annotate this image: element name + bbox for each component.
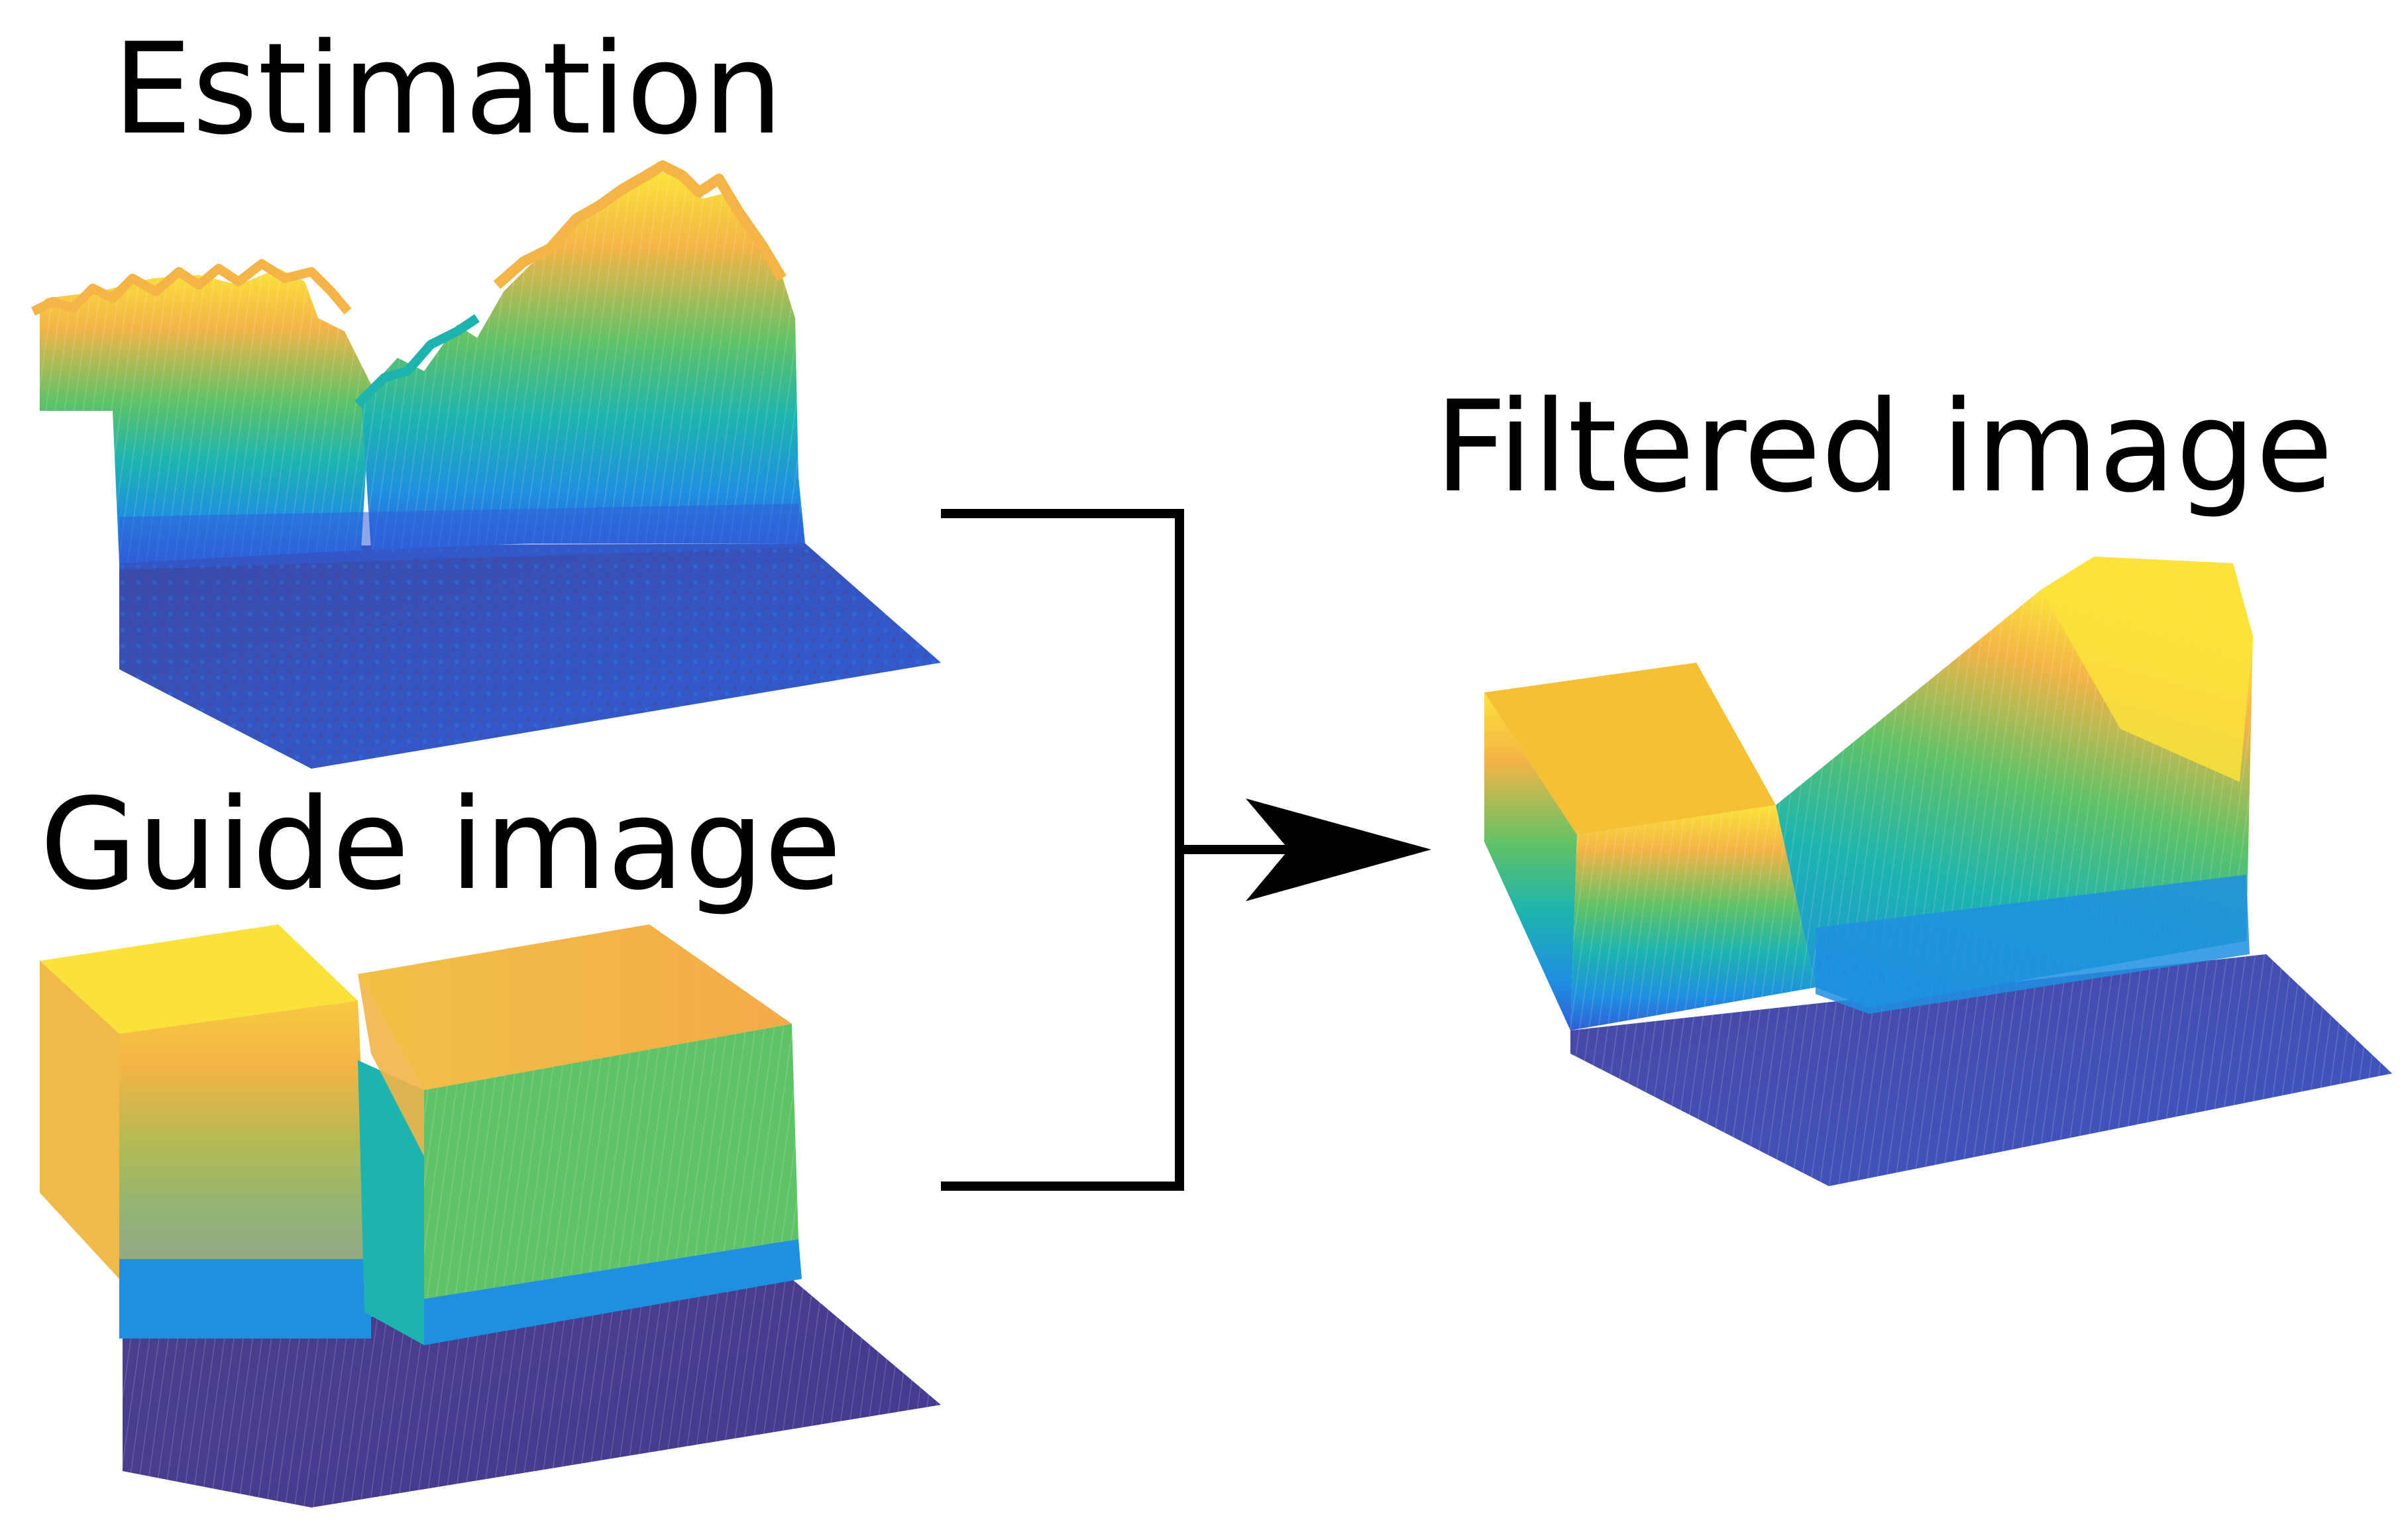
guide-surface bbox=[40, 924, 941, 1508]
estimation-surface bbox=[30, 160, 941, 769]
filtered-surface bbox=[1484, 557, 2392, 1186]
estimation-title: Estimation bbox=[113, 16, 783, 162]
filtered-image-title: Filtered image bbox=[1435, 374, 2333, 520]
bracket-arrow-icon bbox=[941, 509, 1431, 1191]
guide-image-title: Guide image bbox=[40, 771, 842, 918]
